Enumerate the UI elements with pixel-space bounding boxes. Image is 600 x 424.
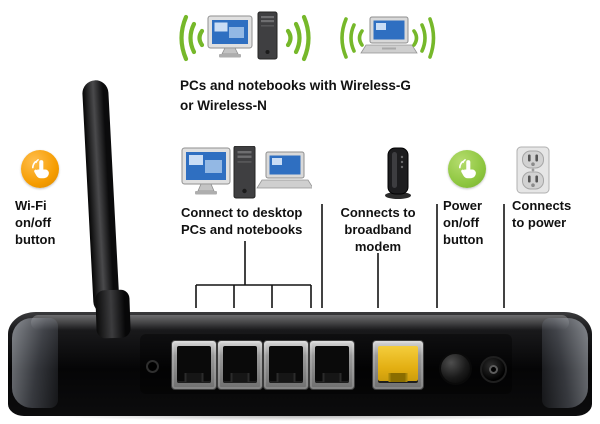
modem-icon — [385, 147, 411, 199]
power-outlet-icon — [516, 146, 550, 194]
desktop-and-notebook-icon — [181, 146, 312, 199]
wifi-button-label: Wi-Fi on/off button — [15, 198, 56, 247]
lan-port-notch — [184, 373, 204, 382]
wireless-waves-icon — [285, 14, 311, 62]
wifi-onoff-badge — [21, 150, 59, 188]
lan-port — [171, 340, 217, 390]
lan-port-notch — [276, 373, 296, 382]
lan-port — [217, 340, 263, 390]
wan-port — [372, 340, 424, 390]
desktop-pc-icon — [207, 11, 278, 60]
power-onoff-badge — [448, 150, 486, 188]
wireless-caption: PCs and notebooks with Wireless-G or Wir… — [180, 78, 411, 113]
wireless-waves-icon — [412, 17, 436, 59]
lan-port-notch — [322, 373, 342, 382]
lan-port — [309, 340, 355, 390]
wireless-notebook-icon — [340, 16, 436, 59]
dc-power-jack — [480, 356, 507, 383]
notebook-icon — [360, 16, 418, 54]
lan-port-notch — [230, 373, 250, 382]
lan-port — [263, 340, 309, 390]
antenna-hinge — [95, 289, 131, 339]
wireless-waves-icon — [340, 17, 364, 59]
wireless-waves-icon — [179, 14, 205, 62]
router-left-cap — [12, 318, 58, 408]
power-button — [439, 352, 472, 385]
wireless-desktop-icon — [179, 11, 311, 62]
power-button-label: Power on/off button — [443, 198, 484, 247]
notebook-icon — [256, 151, 312, 189]
reset-pinhole — [146, 360, 159, 373]
power-cord-label: Connects to power — [512, 198, 572, 230]
wan-port-notch — [388, 373, 408, 382]
router-right-cap — [542, 318, 588, 408]
modem-label: Connects to broadband modem — [340, 205, 416, 254]
desktop-pc-icon — [181, 146, 256, 199]
lan-ports-label: Connect to desktop PCs and notebooks — [181, 205, 303, 237]
